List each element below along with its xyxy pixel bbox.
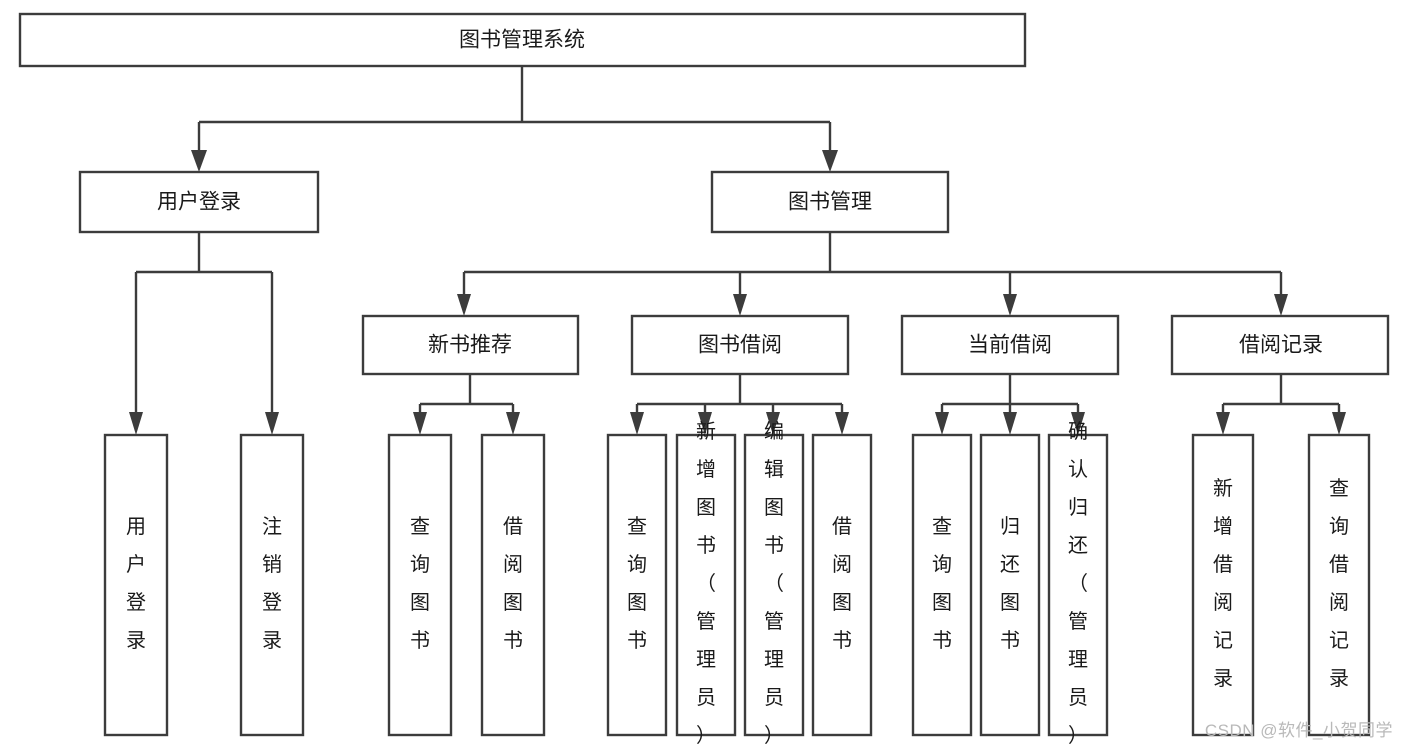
node-leaf-add-book[interactable]: 新增图书（管理员） [675,420,737,747]
node-user-login[interactable]: 用户登录 [78,170,320,234]
node-leaf-add-book-box[interactable] [675,433,737,737]
node-leaf-user-login-box[interactable] [103,433,169,737]
node-new-book-recommend-label: 新书推荐 [428,334,512,357]
node-book-management-box[interactable] [710,170,950,234]
node-leaf-query-record-label: 查询借阅记录 [1329,477,1349,690]
node-book-borrow-label: 图书借阅 [698,334,782,357]
node-leaf-add-record[interactable]: 新增借阅记录 [1191,433,1255,737]
node-leaf-query-book-1-label: 查询图书 [410,515,430,652]
node-leaf-borrow-book-1-label: 借阅图书 [503,515,523,652]
arrow-head-new-book-recommend [457,294,471,316]
node-leaf-edit-book-label: 编辑图书（管理员） [764,420,784,747]
node-new-book-recommend-box[interactable] [361,314,580,376]
node-current-borrow-label: 当前借阅 [968,334,1052,357]
node-leaf-query-book-3-box[interactable] [911,433,973,737]
node-current-borrow[interactable]: 当前借阅 [900,314,1120,376]
arrow-head-leaf-query-book-2 [630,412,644,435]
node-user-login-label: 用户登录 [157,191,241,214]
node-leaf-edit-book-box[interactable] [743,433,805,737]
arrow-head-leaf-borrow-book-2 [835,412,849,435]
node-root-box[interactable] [18,12,1027,68]
node-book-management-label: 图书管理 [788,191,872,214]
node-leaf-query-record[interactable]: 查询借阅记录 [1307,433,1371,737]
node-leaf-confirm-return-label: 确认归还（管理员） [1068,420,1088,747]
arrow-head-leaf-confirm-return [1071,412,1085,435]
arrow-head-book-management [822,150,838,172]
node-leaf-borrow-book-2-box[interactable] [811,433,873,737]
arrow-head-user-login [191,150,207,172]
node-leaf-logout[interactable]: 注销登录 [239,433,305,737]
arrow-head-leaf-logout [265,412,279,435]
node-new-book-recommend[interactable]: 新书推荐 [361,314,580,376]
node-leaf-add-record-label: 新增借阅记录 [1213,477,1233,690]
node-leaf-query-book-3[interactable]: 查询图书 [911,433,973,737]
arrow-head-book-borrow [733,294,747,316]
node-book-borrow-box[interactable] [630,314,850,376]
connector-group [129,66,1346,435]
node-leaf-user-login[interactable]: 用户登录 [103,433,169,737]
node-leaf-query-book-2-box[interactable] [606,433,668,737]
node-borrow-record-label: 借阅记录 [1239,334,1323,357]
node-leaf-edit-book[interactable]: 编辑图书（管理员） [743,420,805,747]
node-leaf-logout-box[interactable] [239,433,305,737]
node-leaf-confirm-return-box[interactable] [1047,433,1109,737]
node-leaf-add-book-label: 新增图书（管理员） [696,420,716,747]
node-leaf-user-login-label: 用户登录 [126,516,146,652]
arrow-head-current-borrow [1003,294,1017,316]
node-leaf-query-record-box[interactable] [1307,433,1371,737]
arrow-head-leaf-add-book [698,412,712,435]
node-user-login-box[interactable] [78,170,320,234]
arrow-head-leaf-edit-book [766,412,780,435]
arrow-head-borrow-record [1274,294,1288,316]
arrow-head-leaf-query-book-3 [935,412,949,435]
node-leaf-return-book-label: 归还图书 [1000,515,1020,652]
arrow-head-leaf-return-book [1003,412,1017,435]
node-borrow-record-box[interactable] [1170,314,1390,376]
node-leaf-query-book-1[interactable]: 查询图书 [387,433,453,737]
node-root[interactable]: 图书管理系统 [18,12,1027,68]
node-current-borrow-box[interactable] [900,314,1120,376]
arrow-head-leaf-borrow-book-1 [506,412,520,435]
node-leaf-query-book-2-label: 查询图书 [627,515,647,652]
node-leaf-borrow-book-2-label: 借阅图书 [832,515,852,652]
node-leaf-return-book[interactable]: 归还图书 [979,433,1041,737]
node-leaf-query-book-3-label: 查询图书 [932,515,952,652]
node-leaf-borrow-book-2[interactable]: 借阅图书 [811,433,873,737]
node-leaf-query-book-2[interactable]: 查询图书 [606,433,668,737]
node-leaf-logout-label: 注销登录 [262,515,282,652]
node-leaf-borrow-book-1-box[interactable] [480,433,546,737]
node-leaf-borrow-book-1[interactable]: 借阅图书 [480,433,546,737]
node-leaf-return-book-box[interactable] [979,433,1041,737]
node-leaf-query-book-1-box[interactable] [387,433,453,737]
arrow-head-leaf-query-record [1332,412,1346,435]
arrow-head-leaf-add-record [1216,412,1230,435]
arrow-head-leaf-user-login [129,412,143,435]
node-book-management[interactable]: 图书管理 [710,170,950,234]
node-leaf-confirm-return[interactable]: 确认归还（管理员） [1047,420,1109,747]
node-root-label: 图书管理系统 [459,29,585,52]
node-borrow-record[interactable]: 借阅记录 [1170,314,1390,376]
node-leaf-add-record-box[interactable] [1191,433,1255,737]
node-book-borrow[interactable]: 图书借阅 [630,314,850,376]
arrow-head-leaf-query-book-1 [413,412,427,435]
